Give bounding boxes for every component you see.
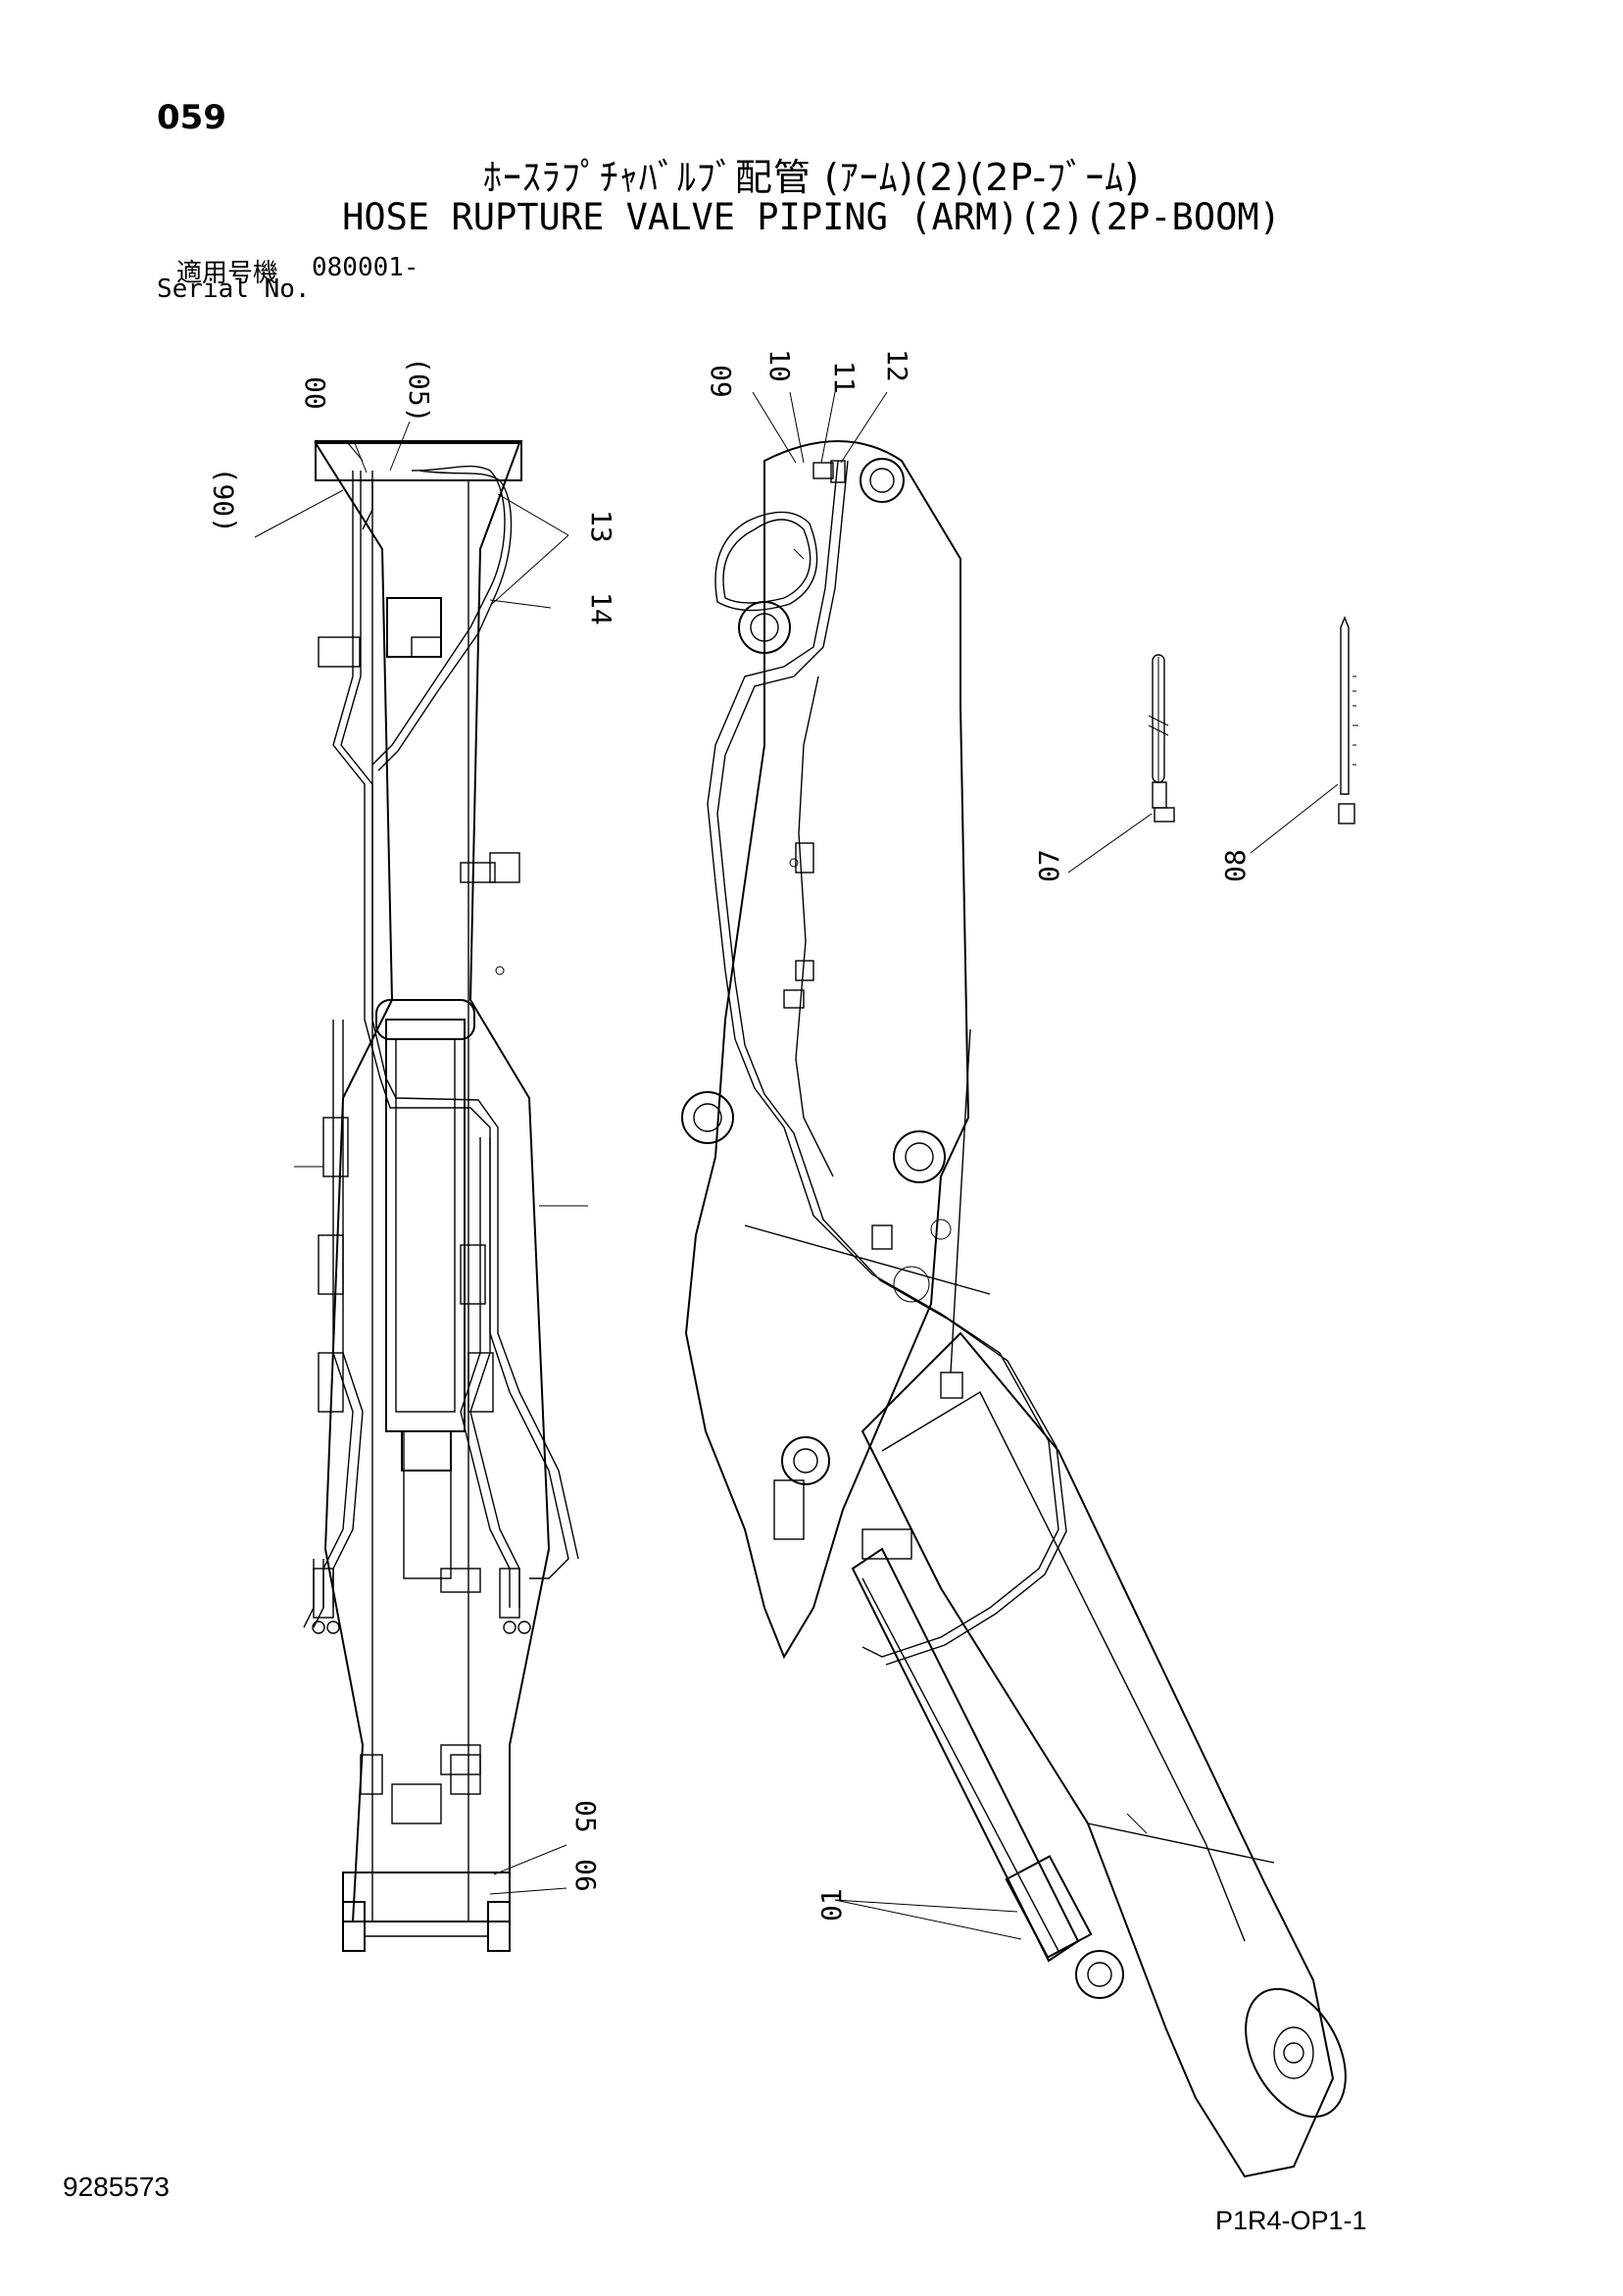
- callout-10: 10: [763, 349, 796, 382]
- drawing-number: 9285573: [63, 2171, 171, 2202]
- sheet-code: P1R4-OP1-1: [1215, 2206, 1367, 2235]
- boom-side-view: [681, 391, 1347, 2178]
- page-number: 059: [157, 98, 226, 137]
- callout-labels: 00 (05) (06) 13 14 09 10 11 12 07 08 05 …: [208, 349, 1252, 1922]
- callout-13: 13: [585, 510, 617, 543]
- serial-value: 080001-: [312, 253, 419, 282]
- title-japanese: ﾎｰｽﾗﾌﾟﾁｬﾊﾞﾙﾌﾞ配管 (ｱｰﾑ)(2)(2P-ﾌﾞｰﾑ): [482, 156, 1141, 199]
- callout-05-parenthesized: (05): [403, 357, 435, 423]
- callout-00: 00: [299, 376, 331, 410]
- callout-05: 05: [569, 1800, 602, 1833]
- callout-06: 06: [569, 1859, 602, 1892]
- callout-01: 01: [815, 1888, 848, 1922]
- serial-label-japanese: 適用号機: [176, 259, 279, 288]
- callout-09: 09: [705, 365, 737, 398]
- detail-08: [1250, 616, 1358, 854]
- arm-top-view: [254, 421, 588, 1952]
- callout-07: 07: [1033, 849, 1065, 882]
- callout-14: 14: [585, 592, 617, 625]
- callout-08: 08: [1219, 849, 1252, 882]
- detail-07: [1067, 654, 1175, 873]
- callout-11: 11: [828, 361, 861, 394]
- title-english: HOSE RUPTURE VALVE PIPING (ARM)(2)(2P-BO…: [342, 196, 1281, 238]
- serial-label-english: Serial No.: [157, 275, 311, 304]
- callout-12: 12: [881, 349, 913, 382]
- callout-06-parenthesized: (06): [208, 468, 240, 533]
